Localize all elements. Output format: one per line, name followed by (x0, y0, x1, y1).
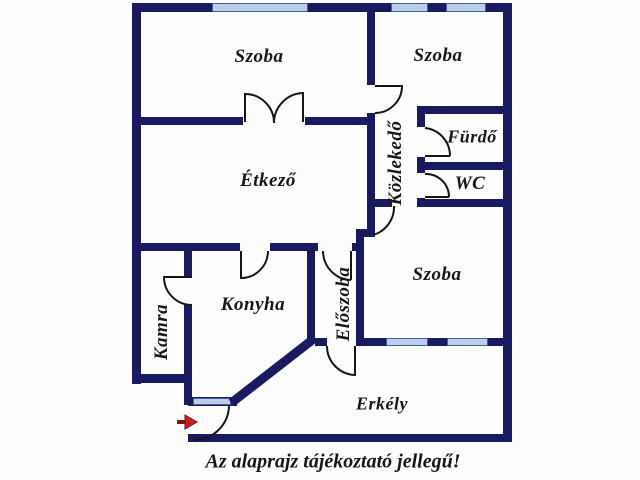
wall-furdo-top (417, 106, 512, 114)
room-label-etkezo: Étkező (240, 170, 296, 191)
wall-eloszoba-right (356, 237, 364, 346)
room-label-szoba-top-left: Szoba (234, 46, 284, 67)
double-door-left-leaf-icon (244, 92, 275, 124)
window-szoba-top-left (212, 3, 308, 12)
entrance-door-icon (193, 405, 230, 441)
room-label-eloszoba: Előszoba (333, 266, 354, 342)
konyha-door-icon (240, 250, 269, 280)
wall-balcony-bottom (188, 434, 512, 442)
disclaimer-text: Az alaprajz tájékoztató jellegű! (205, 450, 461, 473)
wall-erkely-b (356, 338, 387, 346)
window-szoba-bottom-1 (386, 338, 428, 346)
szoba-korridor-door-icon (374, 85, 404, 114)
wall-furdo-wc-divider (417, 162, 512, 170)
wall-kamra-bottom (132, 374, 192, 383)
wall-bath-divider-upper (417, 106, 425, 127)
wall-eloszoba-left (307, 243, 315, 342)
korridor-szoba-door-icon (372, 205, 396, 236)
window-szoba-top-right-1 (391, 3, 428, 12)
room-label-kozlekedo: Közlekedő (385, 120, 406, 206)
room-label-furdo: Fürdő (447, 126, 497, 147)
wall-szoba-bottom-top-left (375, 199, 392, 207)
wall-erkely-d (487, 338, 512, 346)
wall-szoba-bottom-top-right (417, 199, 512, 207)
diagonal-wall (228, 334, 318, 407)
wall-etkezo-bottom-b (270, 243, 318, 251)
room-label-erkely: Erkély (356, 393, 408, 414)
wall-etkezo-top-right (305, 117, 368, 125)
wall-erkely-a (315, 338, 327, 346)
wc-door-icon (424, 172, 451, 198)
wall-etkezo-top-left (141, 117, 243, 125)
kamra-door-icon (162, 276, 193, 306)
window-szoba-top-right-2 (446, 3, 486, 12)
window-szoba-bottom-2 (447, 338, 488, 346)
room-label-szoba-bottom: Szoba (412, 264, 462, 285)
room-label-wc: WC (454, 173, 486, 194)
entrance-arrow-icon (177, 414, 198, 430)
eloszoba-erkely-door-icon (326, 345, 357, 376)
room-label-konyha: Konyha (220, 294, 286, 315)
wall-erkely-c (427, 338, 448, 346)
wall-jog (356, 229, 375, 237)
eloszoba-top-door-icon (322, 250, 352, 281)
wall-corridor-left-lower (367, 113, 375, 237)
room-label-szoba-top-right: Szoba (413, 45, 463, 66)
wall-outer-left (132, 3, 141, 384)
room-label-kamra: Kamra (151, 303, 172, 361)
wall-kamra-right-lower (184, 305, 192, 405)
wall-outer-right (503, 3, 512, 442)
double-door-right-leaf-icon (273, 91, 304, 124)
wall-etkezo-bottom-c (352, 243, 364, 251)
wall-corridor-left-upper (367, 3, 375, 85)
furdo-door-icon (424, 127, 452, 157)
wall-outer-top (132, 3, 512, 12)
wall-kamra-right-upper (184, 243, 192, 277)
